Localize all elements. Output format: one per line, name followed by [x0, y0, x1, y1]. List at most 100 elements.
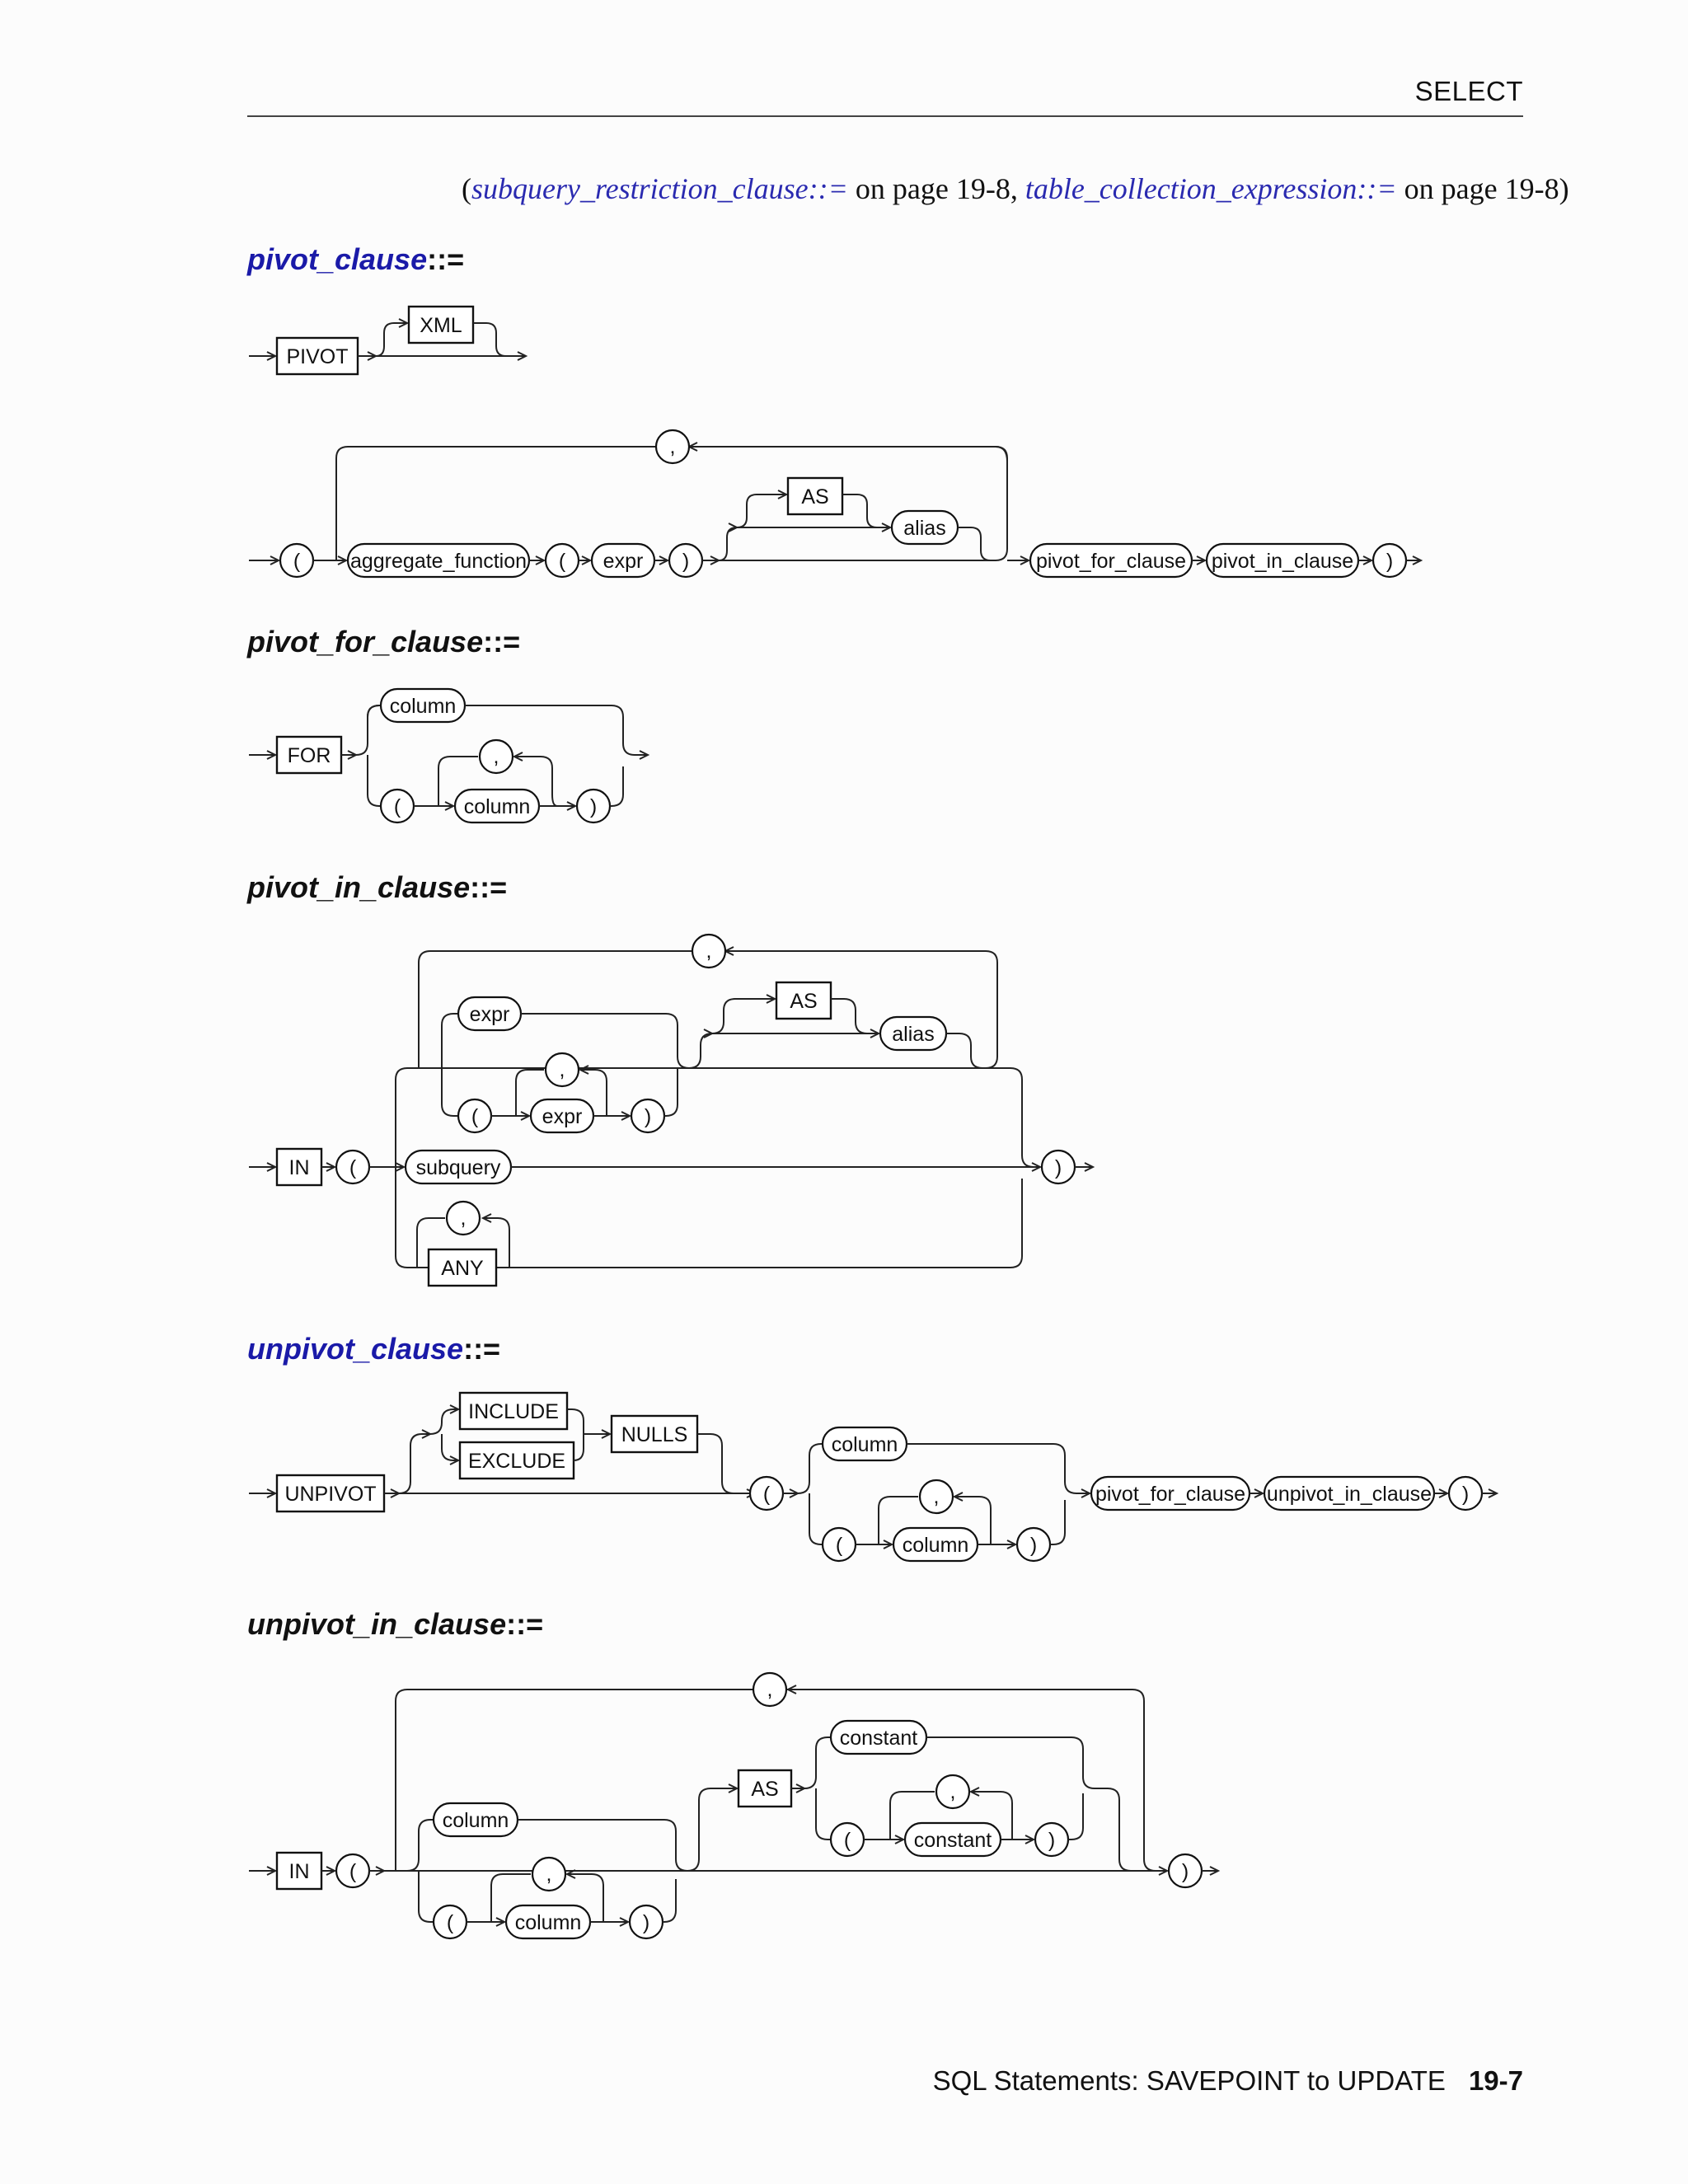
diagram-unpivot-in-clause: IN ( , ) column ( column , ) [249, 1671, 1221, 1940]
token-comma: , [670, 435, 676, 458]
token-pivot-in-clause: pivot_in_clause [1212, 550, 1353, 573]
token-rparen-9: ) [643, 1911, 649, 1934]
token-xml: XML [420, 314, 462, 337]
token-as-2: AS [790, 990, 817, 1013]
diagram-pivot-clause-line2: ( , aggregate_function ( expr ) AS alias [249, 429, 1423, 579]
unpivot-clause-name[interactable]: unpivot_clause [247, 1332, 464, 1366]
definition-operator: ::= [427, 242, 465, 276]
token-rparen-4: ) [1055, 1156, 1062, 1179]
running-header-title: SELECT [1414, 76, 1523, 106]
section-title-pivot-clause: pivot_clause::= [247, 242, 464, 277]
token-unpivot-in-clause: unpivot_in_clause [1267, 1483, 1432, 1506]
cross-reference: (subquery_restriction_clause::= on page … [462, 171, 1569, 206]
keyword-unpivot [275, 1474, 386, 1513]
pivot-for-clause-name: pivot_for_clause [247, 625, 484, 658]
token-column-6: column [515, 1911, 582, 1934]
token-rparen-6: ) [1030, 1534, 1037, 1557]
token-rparen-10: ) [1048, 1829, 1055, 1852]
keyword-xml [407, 305, 475, 344]
token-lparen: ( [293, 550, 301, 573]
token-comma-5: , [461, 1207, 467, 1230]
token-in-2: IN [289, 1860, 310, 1883]
token-lparen-7: ( [836, 1534, 843, 1557]
token-lparen-9: ( [447, 1911, 454, 1934]
definition-operator: ::= [506, 1607, 544, 1641]
page-number: 19-7 [1468, 2065, 1523, 2096]
token-any: ANY [441, 1257, 484, 1280]
token-unpivot: UNPIVOT [284, 1483, 376, 1506]
token-column-2: column [464, 795, 531, 818]
token-box-comma-8 [531, 1856, 567, 1892]
keyword-exclude [458, 1441, 575, 1480]
diagram-unpivot-clause: UNPIVOT INCLUDE EXCLUDE NULLS ( column (… [249, 1391, 1499, 1563]
token-column: column [390, 695, 457, 718]
pivot-clause-name[interactable]: pivot_clause [247, 242, 428, 276]
token-alias: alias [903, 517, 945, 540]
keyword-pivot [275, 336, 359, 376]
token-box-comma [654, 429, 691, 465]
token-rparen-3: ) [590, 795, 597, 818]
token-comma-6: , [934, 1485, 940, 1508]
token-lparen-10: ( [844, 1829, 851, 1852]
token-box-comma-2 [478, 738, 514, 775]
section-title-unpivot-in-clause: unpivot_in_clause::= [247, 1607, 543, 1642]
token-pivot-for-clause: pivot_for_clause [1036, 550, 1186, 573]
unpivot-in-clause-name: unpivot_in_clause [247, 1607, 507, 1641]
token-comma-2: , [494, 745, 499, 768]
token-comma-3: , [706, 940, 712, 963]
keyword-include [458, 1391, 569, 1431]
token-box-comma-9 [935, 1774, 971, 1810]
section-title-unpivot-clause: unpivot_clause::= [247, 1332, 500, 1366]
page-footer: SQL Statements: SAVEPOINT to UPDATE 19-7 [933, 2065, 1523, 2097]
token-box-comma-7 [752, 1671, 788, 1708]
pivot-in-clause-name: pivot_in_clause [247, 870, 471, 904]
token-column-4: column [903, 1534, 969, 1557]
xref-link-table-collection-expression[interactable]: table_collection_expression::= [1025, 172, 1397, 205]
keyword-as-3 [737, 1769, 793, 1808]
keyword-as [786, 476, 844, 516]
keyword-any [427, 1248, 498, 1287]
definition-operator: ::= [463, 1332, 501, 1366]
xref-link-subquery-restriction-clause[interactable]: subquery_restriction_clause::= [471, 172, 848, 205]
token-box-comma-6 [918, 1479, 954, 1515]
section-title-pivot-in-clause: pivot_in_clause::= [247, 870, 507, 905]
token-lparen-6: ( [763, 1483, 771, 1506]
token-as: AS [801, 485, 828, 509]
diagram-pivot-clause-line1: PIVOT XML [249, 305, 528, 376]
token-constant: constant [840, 1727, 918, 1750]
token-lparen-8: ( [349, 1860, 357, 1883]
token-as-3: AS [751, 1778, 778, 1801]
token-comma-8: , [546, 1863, 552, 1886]
token-subquery: subquery [416, 1156, 501, 1179]
token-comma-4: , [560, 1058, 565, 1081]
token-for: FOR [288, 744, 331, 767]
token-alias-2: alias [892, 1023, 934, 1046]
token-box-comma-3 [691, 933, 727, 969]
token-in: IN [289, 1156, 310, 1179]
xref-text-1: on page 19-8, [847, 172, 1025, 205]
keyword-nulls [610, 1414, 699, 1454]
token-box-comma-4 [544, 1052, 580, 1088]
token-include: INCLUDE [468, 1400, 559, 1423]
token-expr-2: expr [470, 1003, 510, 1026]
token-constant-2: constant [914, 1829, 992, 1852]
token-lparen-5: ( [471, 1105, 479, 1128]
token-rparen-5: ) [645, 1105, 651, 1128]
xref-open: ( [462, 172, 471, 205]
token-exclude: EXCLUDE [468, 1450, 565, 1473]
definition-operator: ::= [483, 625, 521, 658]
token-pivot: PIVOT [286, 345, 348, 368]
keyword-as-2 [775, 981, 832, 1020]
footer-title: SQL Statements: SAVEPOINT to UPDATE [932, 2065, 1446, 2096]
token-lparen-3: ( [394, 795, 401, 818]
definition-operator: ::= [470, 870, 508, 904]
token-lparen-2: ( [559, 550, 566, 573]
token-lparen-4: ( [349, 1156, 357, 1179]
token-comma-9: , [950, 1780, 956, 1803]
section-title-pivot-for-clause: pivot_for_clause::= [247, 625, 520, 659]
token-expr-3: expr [542, 1105, 583, 1128]
diagram-pivot-in-clause: IN ( subquery ) , expr ( expr , [249, 933, 1095, 1287]
token-rparen: ) [682, 550, 689, 573]
token-expr: expr [603, 550, 644, 573]
